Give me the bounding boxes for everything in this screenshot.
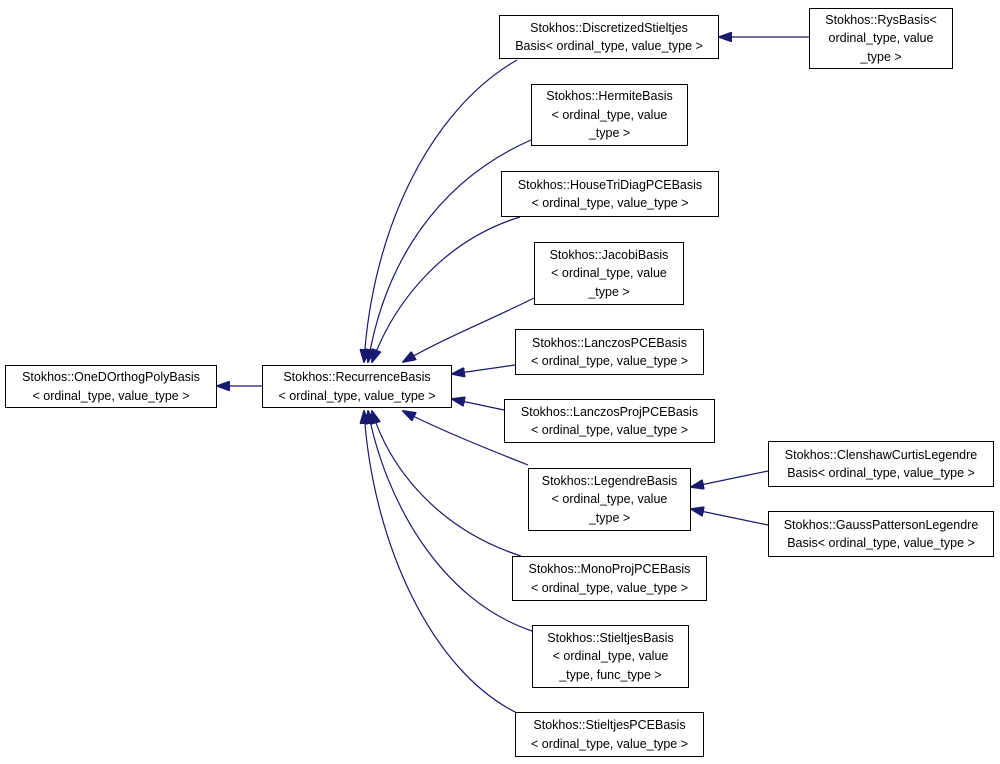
node-monoprojpcebasis[interactable]: Stokhos::MonoProjPCEBasis < ordinal_type…: [512, 556, 707, 601]
node-label-line: Stokhos::OneDOrthogPolyBasis: [22, 370, 200, 384]
edge-legendre-to-recurrence: [403, 411, 529, 466]
node-label-line: Basis< ordinal_type, value_type >: [787, 536, 975, 550]
node-label-line: < ordinal_type, value_type >: [530, 354, 689, 368]
node-label-line: Stokhos::HouseTriDiagPCEBasis: [517, 177, 703, 192]
node-stieltjesbasis[interactable]: Stokhos::StieltjesBasis < ordinal_type, …: [532, 625, 689, 688]
node-label-line: Stokhos::DiscretizedStieltjes: [530, 20, 688, 35]
node-label-line: _type >: [588, 126, 631, 141]
node-label-line: Stokhos::LanczosProjPCEBasis: [520, 404, 699, 419]
node-label-line: Stokhos::RysBasis<: [825, 12, 937, 27]
node-label-line: < ordinal_type, value_type >: [32, 388, 190, 403]
edge-gausspatterson-to-legendre: [691, 509, 769, 526]
node-stieltjespcebasis[interactable]: Stokhos::StieltjesPCEBasis < ordinal_typ…: [515, 712, 704, 757]
node-label-line: < ordinal_type, value_type >: [531, 196, 689, 210]
node-clenshawcurtislegendrebasis[interactable]: Stokhos::ClenshawCurtisLegendre Basis< o…: [768, 441, 994, 487]
node-lanczosprojpcebasis[interactable]: Stokhos::LanczosProjPCEBasis < ordinal_t…: [504, 399, 715, 443]
node-label-line: Stokhos::GaussPattersonLegendre: [783, 517, 979, 532]
node-onedorthogpolybasis[interactable]: Stokhos::OneDOrthogPolyBasis < ordinal_t…: [5, 365, 217, 408]
node-label-line: Stokhos::StieltjesPCEBasis: [533, 718, 686, 732]
node-label-line: Stokhos::MonoProjPCEBasis: [528, 562, 691, 576]
node-label-line: Stokhos::LegendreBasis: [541, 473, 678, 488]
edge-housetridiag-to-recurrence: [372, 216, 521, 362]
node-label-line: < ordinal_type, value: [552, 649, 669, 664]
node-label-line: < ordinal_type, value_type >: [530, 736, 689, 751]
node-lanczospcebasis[interactable]: Stokhos::LanczosPCEBasis < ordinal_type,…: [515, 329, 704, 375]
node-label-line: _type, func_type >: [559, 667, 662, 682]
edge-hermite-to-recurrence: [368, 139, 532, 362]
edge-clenshaw-to-legendre: [691, 470, 769, 487]
node-legendrebasis[interactable]: Stokhos::LegendreBasis < ordinal_type, v…: [528, 468, 691, 531]
node-label-line: Basis< ordinal_type, value_type >: [787, 466, 975, 480]
edge-lanczosproj-to-recurrence: [452, 399, 505, 411]
node-label-line: Basis< ordinal_type, value_type >: [515, 39, 703, 53]
node-discretizedstieltjesbasis[interactable]: Stokhos::DiscretizedStieltjes Basis< ord…: [499, 15, 719, 59]
node-gausspattersonlegendrebasis[interactable]: Stokhos::GaussPattersonLegendre Basis< o…: [768, 511, 994, 557]
node-label-line: < ordinal_type, value_type >: [278, 388, 436, 403]
edge-stieltjespce-to-recurrence: [364, 411, 518, 714]
node-hermitebasis[interactable]: Stokhos::HermiteBasis < ordinal_type, va…: [531, 84, 688, 146]
edge-lanczos-to-recurrence: [452, 364, 516, 374]
node-label-line: Stokhos::ClenshawCurtisLegendre: [784, 447, 978, 462]
node-label-line: < ordinal_type, value_type >: [530, 580, 689, 595]
node-rysbasis[interactable]: Stokhos::RysBasis< ordinal_type, value _…: [809, 8, 953, 69]
edge-stieltjes-to-recurrence: [368, 411, 533, 632]
edge-discretized-to-recurrence: [364, 59, 518, 362]
node-label-line: < ordinal_type, value: [551, 107, 668, 122]
node-label-line: Stokhos::LanczosPCEBasis: [532, 335, 687, 350]
node-label-line: < ordinal_type, value: [551, 266, 667, 281]
node-label-line: Stokhos::HermiteBasis: [546, 89, 673, 104]
node-housetridiagpcebasis[interactable]: Stokhos::HouseTriDiagPCEBasis < ordinal_…: [501, 171, 719, 217]
node-label-line: < ordinal_type, value_type >: [530, 423, 689, 437]
node-label-line: _type >: [588, 284, 630, 299]
node-label-line: Stokhos::StieltjesBasis: [547, 630, 674, 645]
node-recurrencebasis[interactable]: Stokhos::RecurrenceBasis < ordinal_type,…: [262, 365, 452, 408]
node-label-line: < ordinal_type, value: [551, 492, 668, 507]
edge-monoproj-to-recurrence: [372, 411, 522, 557]
node-jacobibasis[interactable]: Stokhos::JacobiBasis < ordinal_type, val…: [534, 242, 684, 305]
node-label-line: ordinal_type, value: [828, 31, 934, 46]
node-label-line: _type >: [588, 510, 631, 525]
node-label-line: Stokhos::JacobiBasis: [549, 247, 669, 262]
node-label-line: Stokhos::RecurrenceBasis: [283, 370, 431, 384]
edge-jacobi-to-recurrence: [403, 297, 535, 362]
node-label-line: _type >: [860, 49, 902, 64]
